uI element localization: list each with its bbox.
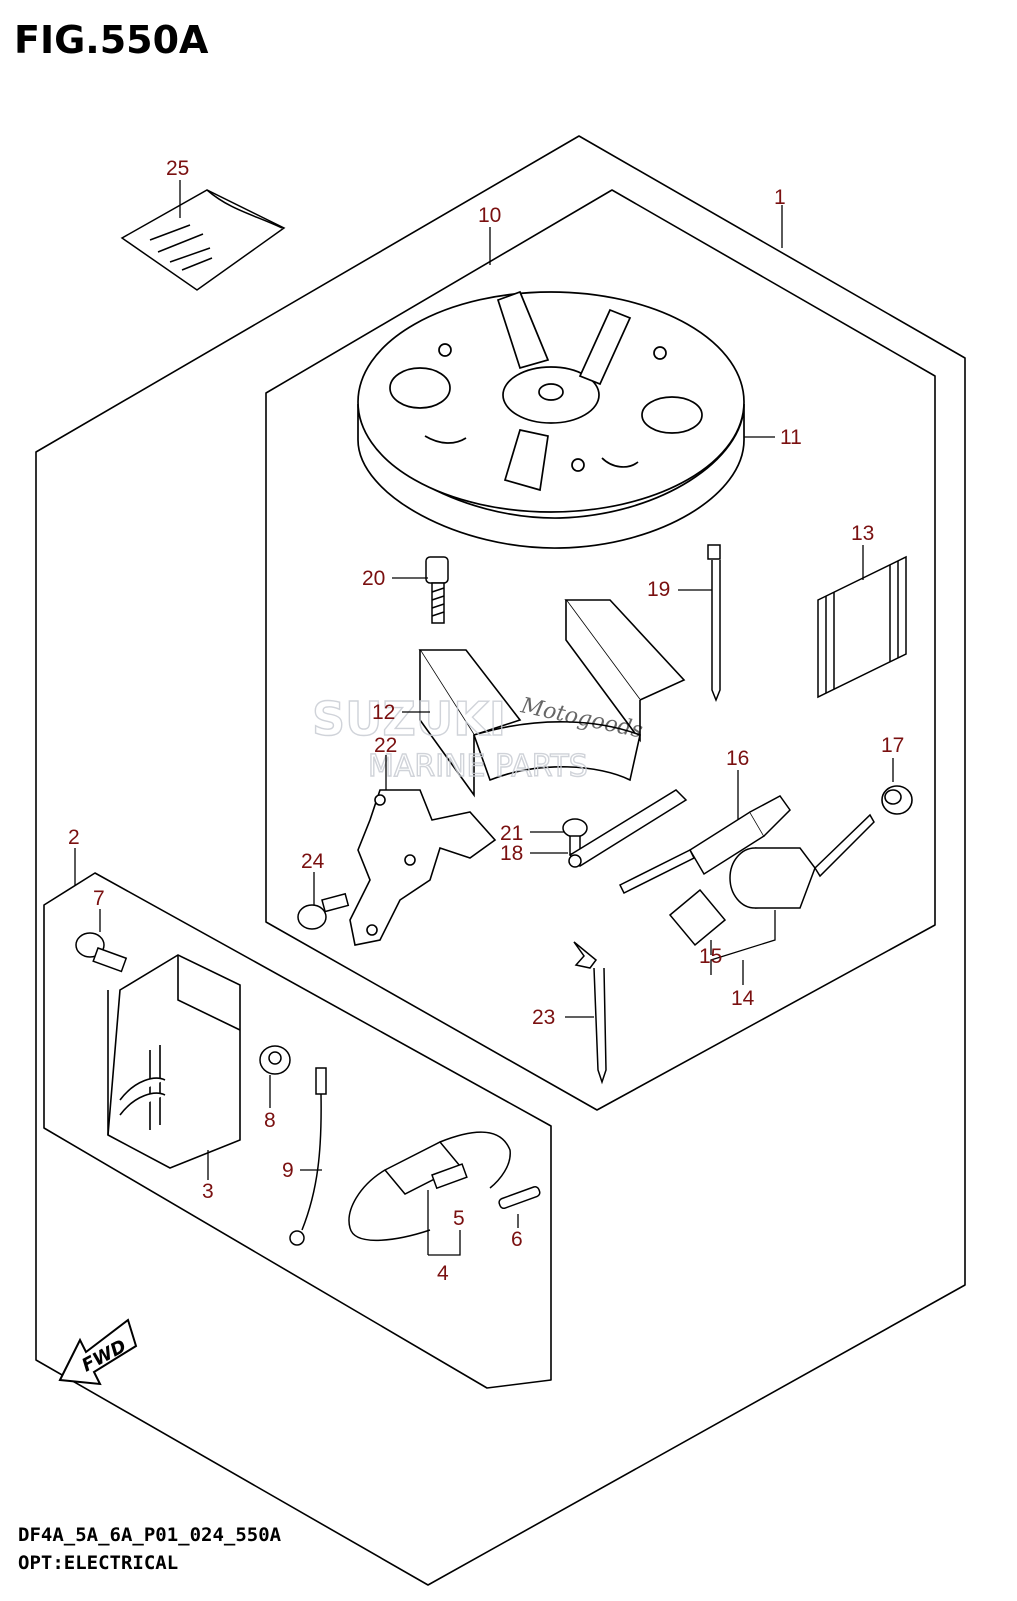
callout-3: 3: [202, 1180, 214, 1203]
callout-layer: 1 10 25 11 13 19 20 12 22 21 18 16 17 24…: [68, 157, 904, 1285]
diagram-subtitle: OPT:ELECTRICAL: [18, 1552, 179, 1574]
callout-14: 14: [731, 987, 755, 1010]
callout-8: 8: [264, 1109, 276, 1132]
callout-7: 7: [93, 887, 105, 910]
callout-16: 16: [726, 747, 749, 770]
cable-tie-icon: [707, 544, 721, 703]
clip-tie-icon: [573, 941, 607, 1085]
screw-icon: [562, 818, 588, 855]
bolt-7-icon: [75, 932, 128, 973]
nut-icon: [259, 1045, 291, 1075]
grommet-icon: [881, 785, 913, 815]
callout-21: 21: [500, 822, 523, 845]
callout-24: 24: [301, 850, 325, 873]
callout-19: 19: [647, 578, 670, 601]
fuse-icon: [498, 1186, 541, 1210]
callout-15: 15: [699, 945, 722, 968]
mounting-plate-icon: [349, 789, 497, 946]
callout-5: 5: [453, 1207, 465, 1230]
sub-frame: [43, 872, 552, 1389]
callout-1: 1: [774, 186, 786, 209]
ground-lead-icon: [568, 789, 688, 868]
callout-20: 20: [362, 567, 385, 590]
diagram-code: DF4A_5A_6A_P01_024_550A: [18, 1524, 282, 1546]
callout-2: 2: [68, 826, 80, 849]
label-sticker-icon: [817, 555, 907, 699]
watermark-line2: MARINE PARTS: [368, 749, 588, 784]
fwd-arrow-icon: FWD: [58, 1318, 138, 1386]
lead-wire-icon: [289, 1067, 327, 1246]
callout-6: 6: [511, 1228, 523, 1251]
instruction-bag-icon: [120, 189, 286, 291]
callout-22: 22: [374, 734, 397, 757]
figure-title: FIG.550A: [14, 18, 209, 62]
connector-icon: [618, 795, 791, 895]
callout-12: 12: [372, 701, 395, 724]
callout-10: 10: [478, 204, 501, 227]
stator-coil-icon: [418, 599, 686, 798]
callout-25: 25: [166, 157, 189, 180]
callout-18: 18: [500, 842, 523, 865]
bolt-icon: [425, 556, 449, 624]
leader-lines: [74, 180, 894, 1256]
fuse-holder-icon: [348, 1131, 511, 1241]
coupler-icon: [668, 813, 875, 947]
inner-frame: [265, 189, 936, 1111]
callout-13: 13: [851, 522, 874, 545]
rotor-icon: [357, 290, 745, 549]
callout-11: 11: [780, 426, 802, 449]
callout-17: 17: [881, 734, 904, 757]
watermark-brand: SUZUKI: [312, 692, 506, 746]
callout-9: 9: [282, 1159, 294, 1182]
callout-4: 4: [437, 1262, 449, 1285]
bolt-24-icon: [297, 892, 350, 930]
outer-frame: [35, 135, 966, 1586]
regulator-icon: [107, 954, 241, 1169]
callout-23: 23: [532, 1006, 555, 1029]
